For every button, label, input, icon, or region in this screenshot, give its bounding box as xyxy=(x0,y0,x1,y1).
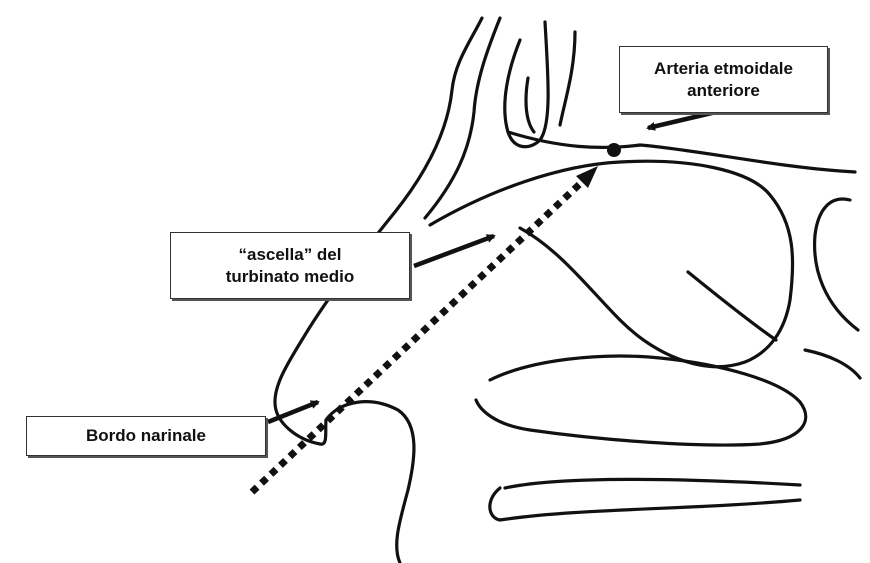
arrow-ascella xyxy=(414,236,494,266)
skull-base-line xyxy=(508,132,855,172)
label-bordo-narinale: Bordo narinale xyxy=(26,416,266,456)
label-arteria-line-2: anteriore xyxy=(687,80,760,102)
middle-turbinate-outline xyxy=(430,161,793,366)
label-ascella-line-1: “ascella” del xyxy=(238,244,341,266)
label-arteria-line-1: Arteria etmoidale xyxy=(654,58,793,80)
arrow-arteria xyxy=(648,112,716,128)
upper-turbinate-inner-loop xyxy=(526,78,534,132)
label-ascella-turbinato: “ascella” del turbinato medio xyxy=(170,232,410,299)
sphenoid-outline xyxy=(815,199,858,330)
sphenoid-lower-curve xyxy=(805,350,860,378)
label-bordo-text: Bordo narinale xyxy=(86,425,206,447)
septal-ridge xyxy=(425,18,500,218)
anterior-ethmoidal-artery-dot xyxy=(607,143,621,157)
middle-turbinate-inner-curve xyxy=(688,272,776,340)
nasal-floor-outline xyxy=(326,402,414,563)
label-arteria-etmoidale: Arteria etmoidale anteriore xyxy=(619,46,828,113)
label-ascella-line-2: turbinato medio xyxy=(226,266,354,288)
palate-outline xyxy=(490,479,800,520)
surgical-trajectory-line xyxy=(252,180,584,492)
inferior-turbinate-outline xyxy=(476,356,806,445)
ethmoid-roof-line xyxy=(560,32,575,125)
